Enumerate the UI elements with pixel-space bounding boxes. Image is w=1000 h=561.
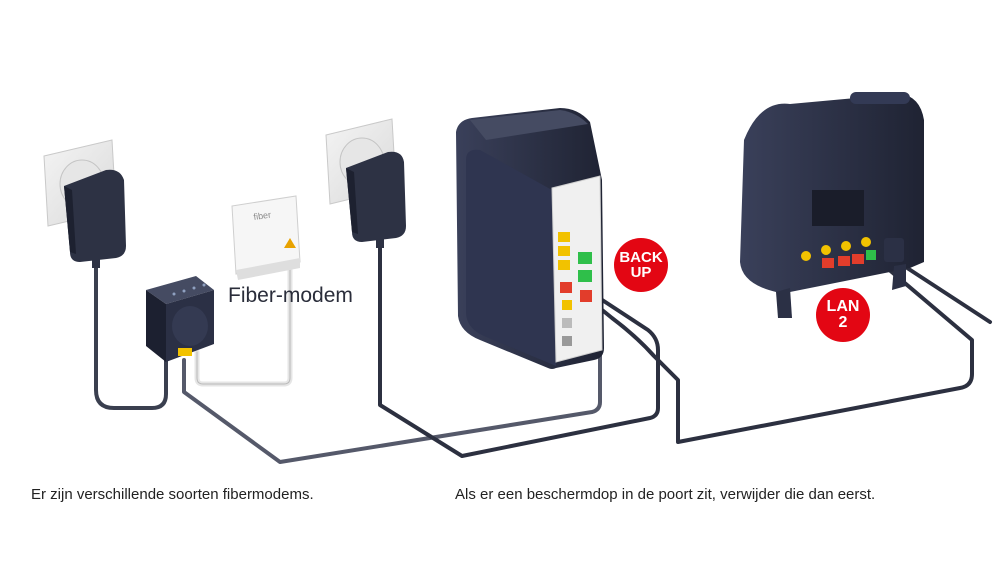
- tv-box-lan2-port: [852, 254, 864, 264]
- caption-fibermodems: Er zijn verschillende soorten fibermodem…: [31, 486, 314, 503]
- lan-badge-line2: 2: [838, 314, 848, 331]
- fiber-box: fiber: [231, 195, 301, 280]
- fiber-modem-device: [146, 276, 214, 362]
- lan2-port-badge: LAN 2: [816, 288, 870, 342]
- fiber-box-brand: fiber: [253, 210, 272, 222]
- cable-router-power: [378, 238, 660, 458]
- power-adapter-left: [64, 169, 126, 268]
- backup-badge-line1: BACK: [619, 249, 663, 266]
- cable-tvbox-power: [896, 260, 992, 324]
- power-adapter-middle: [346, 151, 406, 248]
- tv-box-device: [740, 92, 924, 318]
- cable-ethernet-modem-router: [182, 343, 602, 464]
- cable-lan-router-box: [594, 260, 974, 444]
- router-backup-port: [580, 290, 592, 302]
- caption-protective-cap: Als er een beschermdop in de poort zit, …: [455, 486, 876, 503]
- cables: [94, 238, 992, 464]
- lan-badge-line1: LAN: [826, 298, 860, 315]
- cable-left-adapter: [94, 260, 168, 410]
- fiber-modem-label: Fiber-modem: [228, 284, 353, 307]
- router-device: [456, 108, 604, 369]
- modem-yellow-port: [178, 348, 192, 356]
- backup-badge-line2: UP: [630, 264, 652, 281]
- backup-port-badge: BACK UP: [614, 238, 668, 292]
- cable-fiber-white-outline: [196, 269, 291, 385]
